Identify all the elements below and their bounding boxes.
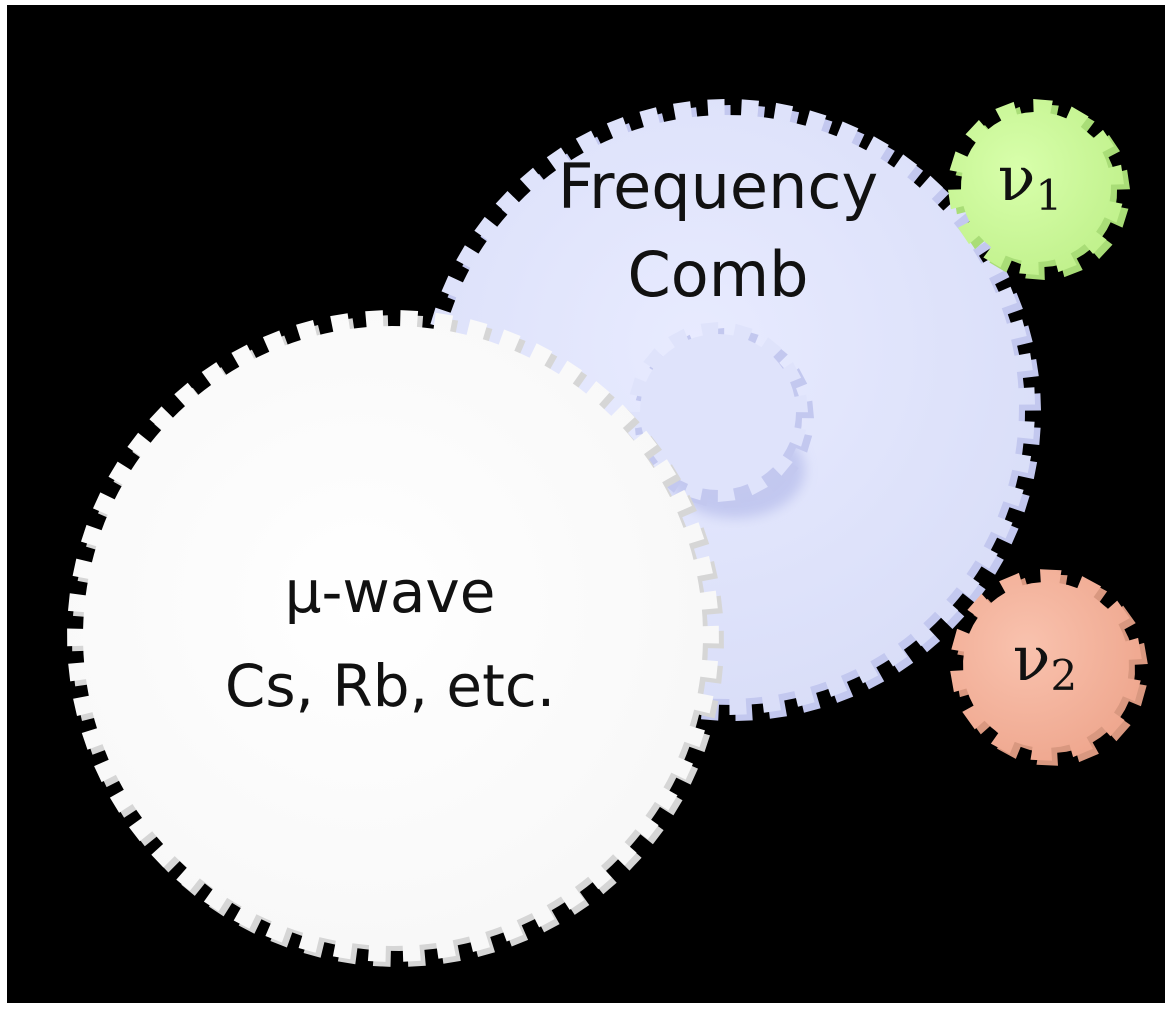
- nu1-subscript: 1: [1035, 171, 1062, 220]
- nu1-gear: ν1: [948, 99, 1130, 280]
- microwave-label-line1: μ-wave: [285, 558, 496, 626]
- nu2-gear: ν2: [950, 569, 1148, 766]
- microwave-gear-body: [67, 310, 719, 962]
- inner-gear-body: [628, 322, 808, 502]
- nu1-gear-body: [948, 99, 1124, 275]
- nu2-label: ν2: [1013, 622, 1077, 700]
- frequency-comb-label-line2: Comb: [628, 238, 809, 311]
- frequency-comb-label-line1: Frequency: [558, 150, 878, 223]
- nu2-gear-body: [950, 569, 1142, 761]
- nu1-label: ν1: [998, 142, 1062, 220]
- nu1-symbol: ν: [998, 142, 1036, 215]
- nu2-subscript: 2: [1050, 651, 1077, 700]
- nu2-symbol: ν: [1013, 622, 1051, 695]
- microwave-label-line2: Cs, Rb, etc.: [225, 652, 555, 720]
- microwave-gear: μ-wave Cs, Rb, etc.: [67, 310, 724, 967]
